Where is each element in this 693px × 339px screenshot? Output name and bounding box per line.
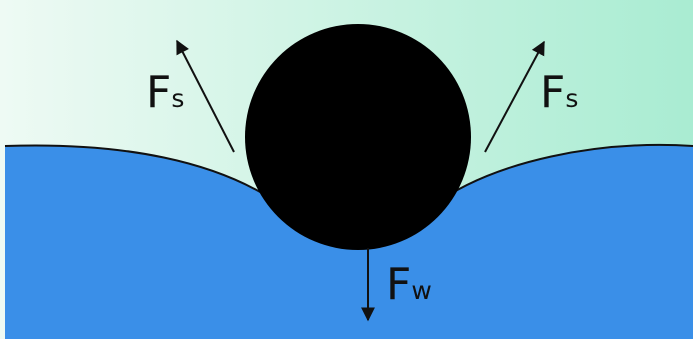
- floating-object: [245, 24, 471, 250]
